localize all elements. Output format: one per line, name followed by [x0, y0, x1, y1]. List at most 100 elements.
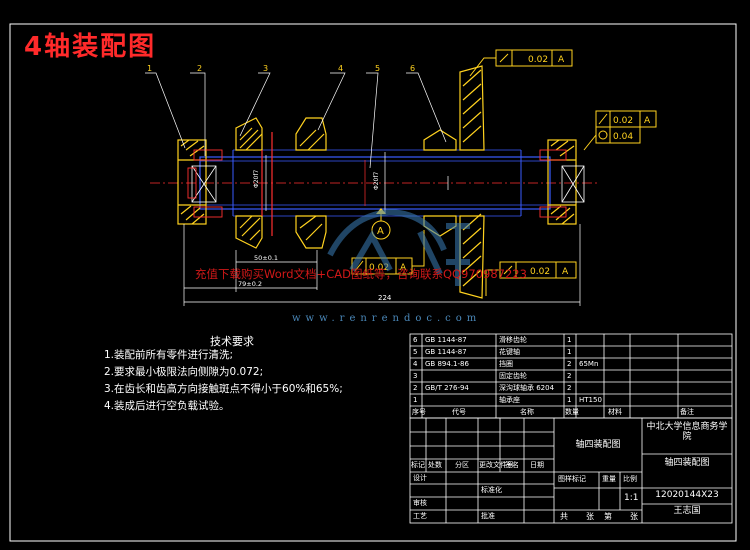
label-ratio: 比例: [623, 475, 637, 483]
tolerance-mid-value: 0.02: [369, 263, 389, 273]
bom-qty: 2: [567, 384, 572, 392]
bom-header-code: 代号: [452, 408, 466, 416]
right-bearing: [561, 165, 585, 203]
svg-text:Φ20f7: Φ20f7: [253, 170, 260, 188]
bom-no: 5: [413, 348, 418, 356]
balloon-5: 5: [375, 64, 380, 73]
bom-no: 4: [413, 360, 418, 368]
bom-name: 深沟球轴承 6204: [499, 384, 555, 392]
tolerance-right1-datum: A: [644, 116, 651, 126]
label-mark: 标记: [411, 461, 425, 469]
label-doc-no: 更改文件号: [479, 461, 514, 469]
tolerance-top-datum: A: [558, 55, 565, 65]
bom-no: 2: [413, 384, 418, 392]
bom-name: 轴承座: [499, 396, 520, 404]
label-standardize: 标准化: [481, 486, 502, 494]
bom-no: 3: [413, 372, 418, 380]
svg-text:A: A: [377, 226, 384, 237]
shaft-assembly: Φ20f7 Φ20f7: [150, 65, 600, 299]
dimension-79: 79±0.2: [238, 280, 262, 288]
label-sheets-total: 共: [560, 512, 568, 521]
bom-no: 1: [413, 396, 418, 404]
bom-material: HT150: [579, 396, 602, 404]
bom-header-note: 备注: [680, 408, 694, 416]
retaining-ring: [295, 117, 327, 249]
tolerance-mid-datum: A: [400, 263, 407, 273]
label-sheet-unit: 张: [630, 512, 638, 521]
bom-name: 滑移齿轮: [499, 336, 527, 344]
bom-qty: 1: [567, 348, 572, 356]
title-scale: 1:1: [624, 493, 639, 503]
label-approve: 批准: [481, 512, 495, 520]
bom-name: 固定齿轮: [499, 372, 527, 380]
title-school: 中北大学信息商务学院: [646, 422, 728, 443]
bom-name: 花键轴: [499, 348, 520, 356]
label-count: 处数: [428, 461, 442, 469]
left-bearing-housing: [177, 139, 207, 225]
tech-requirements-heading: 技术要求: [210, 335, 254, 348]
balloon-4: 4: [338, 64, 343, 73]
tolerance-bottom-value: 0.02: [530, 267, 550, 277]
label-sheet-no: 第: [604, 512, 612, 521]
title-drawing-name: 轴四装配图: [575, 440, 621, 450]
leaders: [145, 72, 447, 169]
label-sheets-unit: 张: [586, 512, 594, 521]
drawing-title: 4轴装配图: [24, 32, 157, 62]
label-review: 审核: [413, 499, 427, 507]
bom-qty: 1: [567, 396, 572, 404]
label-stage-mark: 图样标记: [558, 475, 586, 483]
tolerance-right1-value: 0.02: [613, 116, 633, 126]
bom-qty: 1: [567, 336, 572, 344]
balloon-3: 3: [263, 64, 268, 73]
tolerance-bottom-datum: A: [562, 267, 569, 277]
bom-code: GB 1144-87: [425, 336, 467, 344]
tech-requirement-item: 2.要求最小极限法向侧隙为0.072;: [104, 366, 264, 378]
title-part-name: 轴四装配图: [664, 458, 710, 468]
watermark-notice: 充值下载购买Word文档+CAD图纸等，咨询联系QQ970987223: [195, 267, 527, 281]
tech-requirement-item: 1.装配前所有零件进行清洗;: [104, 349, 234, 361]
balloon-6: 6: [410, 64, 415, 73]
balloon-2: 2: [197, 64, 202, 73]
fixed-gear-left: [235, 117, 273, 249]
bom-code: GB/T 276-94: [425, 384, 469, 392]
bom-name: 挡圈: [499, 360, 513, 368]
label-process: 工艺: [413, 512, 427, 520]
tolerance-right2-value: 0.04: [613, 132, 633, 142]
tech-requirements-list: 1.装配前所有零件进行清洗; 2.要求最小极限法向侧隙为0.072; 3.在齿长…: [104, 347, 343, 415]
right-bearing-housing: [547, 139, 577, 225]
tech-requirement-item: 4.装成后进行空负载试验。: [104, 400, 230, 412]
bom-header-no: 序号: [412, 408, 426, 416]
title-author: 王志国: [673, 506, 701, 516]
dimension-50: 50±0.1: [254, 254, 278, 262]
dimension-224: 224: [378, 294, 392, 302]
svg-text:Φ20f7: Φ20f7: [373, 172, 380, 190]
title-block-grid: [409, 417, 733, 524]
dimension-lines: [183, 224, 581, 306]
bom-qty: 2: [567, 360, 572, 368]
bom-code: GB 894.1-86: [425, 360, 469, 368]
bom-header-name: 名称: [520, 408, 534, 416]
balloon-1: 1: [147, 64, 152, 73]
bom-header-material: 材料: [608, 408, 622, 416]
sliding-gear: [423, 65, 485, 299]
label-zone: 分区: [455, 461, 469, 469]
tolerance-frame-right: 0.02 A 0.04: [583, 110, 657, 151]
watermark-site: www.renrendoc.com: [292, 313, 482, 324]
tech-requirement-item: 3.在齿长和齿高方向接触斑点不得小于60%和65%;: [104, 383, 343, 395]
watermark-logo: [327, 208, 470, 286]
bom-code: GB 1144-87: [425, 348, 467, 356]
tolerance-frame-top: 0.02 A: [469, 49, 573, 77]
tolerance-top-value: 0.02: [528, 55, 548, 65]
title-number: 12020144X23: [655, 490, 719, 500]
bom-header-qty: 数量: [565, 408, 579, 416]
label-sign: 签名: [505, 461, 519, 469]
drawing-frame: [9, 23, 737, 542]
bom-no: 6: [413, 336, 418, 344]
bom-qty: 2: [567, 372, 572, 380]
label-date: 日期: [530, 461, 544, 469]
label-weight: 重量: [602, 475, 616, 483]
label-design: 设计: [413, 474, 427, 482]
tolerance-frame-bottom-right: 0.02 A: [485, 261, 577, 296]
spline-shaft: [199, 156, 551, 210]
